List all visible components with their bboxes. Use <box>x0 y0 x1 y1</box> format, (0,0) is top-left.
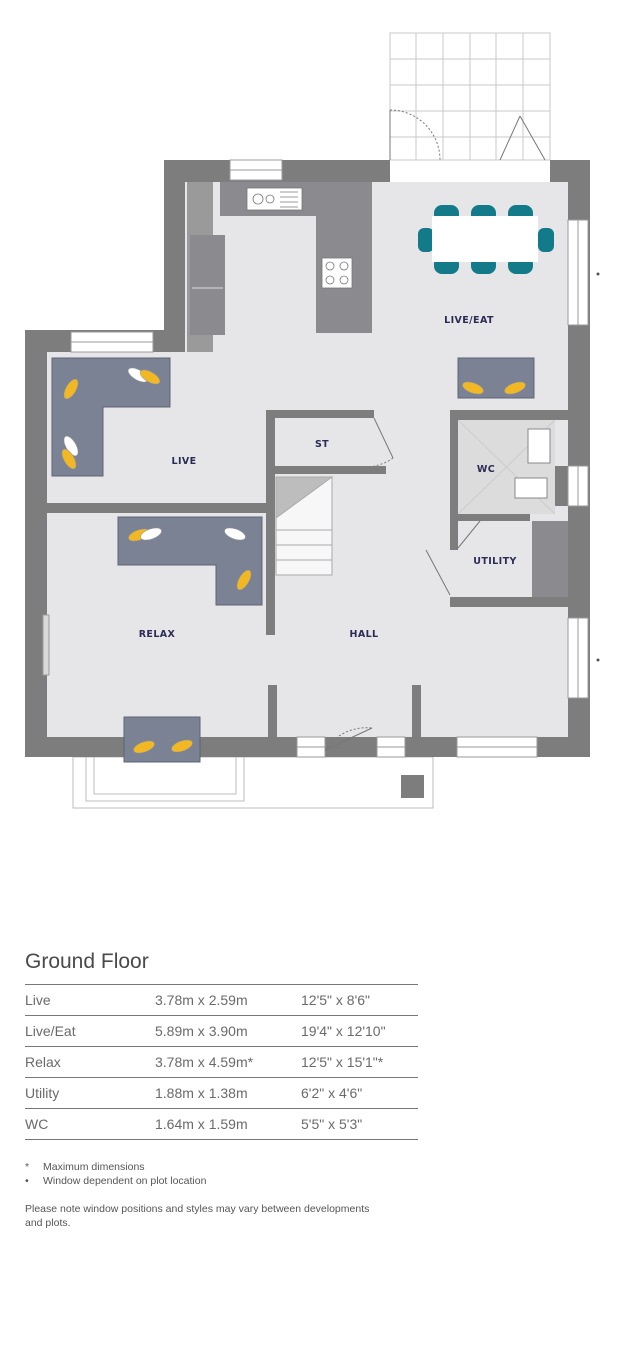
note-symbol: * <box>25 1161 30 1173</box>
room-name: WC <box>25 1108 155 1140</box>
wc-fittings <box>457 419 556 515</box>
imperial-dimension: 6'2" x 4'6" <box>301 1077 418 1109</box>
room-name: Live <box>25 984 155 1016</box>
meter-box <box>401 775 424 798</box>
metric-dimension: 5.89m x 3.90m <box>155 1015 301 1047</box>
doors <box>324 109 546 751</box>
room-label-hall: HALL <box>349 629 378 640</box>
imperial-dimension: 12'5" x 15'1"* <box>301 1046 418 1078</box>
imperial-dimension: 19'4" x 12'10" <box>301 1015 418 1047</box>
metric-dimension: 3.78m x 4.59m* <box>155 1046 301 1078</box>
note-text: Window dependent on plot location <box>43 1175 207 1187</box>
room-label-live-eat: LIVE/EAT <box>444 315 494 326</box>
room-name: Relax <box>25 1046 155 1078</box>
notes: * Maximum dimensions • Window dependent … <box>25 1160 385 1230</box>
dining-set <box>418 205 554 274</box>
staircase <box>275 476 334 576</box>
disclaimer: Please note window positions and styles … <box>25 1203 370 1229</box>
kitchen <box>187 182 372 352</box>
room-label-live: LIVE <box>171 456 196 467</box>
note-item: • Window dependent on plot location <box>25 1174 385 1188</box>
front-step <box>72 756 434 809</box>
imperial-dimension: 5'5" x 5'3" <box>301 1108 418 1140</box>
room-name: Live/Eat <box>25 1015 155 1047</box>
note-text: Maximum dimensions <box>43 1161 145 1173</box>
floor-plan: LIVE/EAT LIVE ST WC UTILITY RELAX HALL <box>25 32 600 809</box>
utility-counter <box>532 521 568 597</box>
cushions <box>61 367 526 754</box>
room-label-st: ST <box>315 439 329 450</box>
room-label-wc: WC <box>477 464 495 475</box>
interior-walls <box>47 410 568 737</box>
windows <box>42 159 589 758</box>
sink <box>246 187 303 211</box>
metric-dimension: 3.78m x 2.59m <box>155 984 301 1016</box>
room-name: Utility <box>25 1077 155 1109</box>
floor-area <box>47 182 568 737</box>
floor-title: Ground Floor <box>25 950 149 973</box>
note-item: * Maximum dimensions <box>25 1160 385 1174</box>
imperial-dimension: 12'5" x 8'6" <box>301 984 418 1016</box>
room-label-utility: UTILITY <box>473 556 516 567</box>
terrace <box>389 32 551 161</box>
metric-dimension: 1.64m x 1.59m <box>155 1108 301 1140</box>
note-symbol: • <box>25 1175 29 1187</box>
window-dot-lower <box>596 658 600 662</box>
room-label-relax: RELAX <box>139 629 176 640</box>
hob <box>321 257 353 289</box>
window-dot-upper <box>596 272 600 276</box>
metric-dimension: 1.88m x 1.38m <box>155 1077 301 1109</box>
